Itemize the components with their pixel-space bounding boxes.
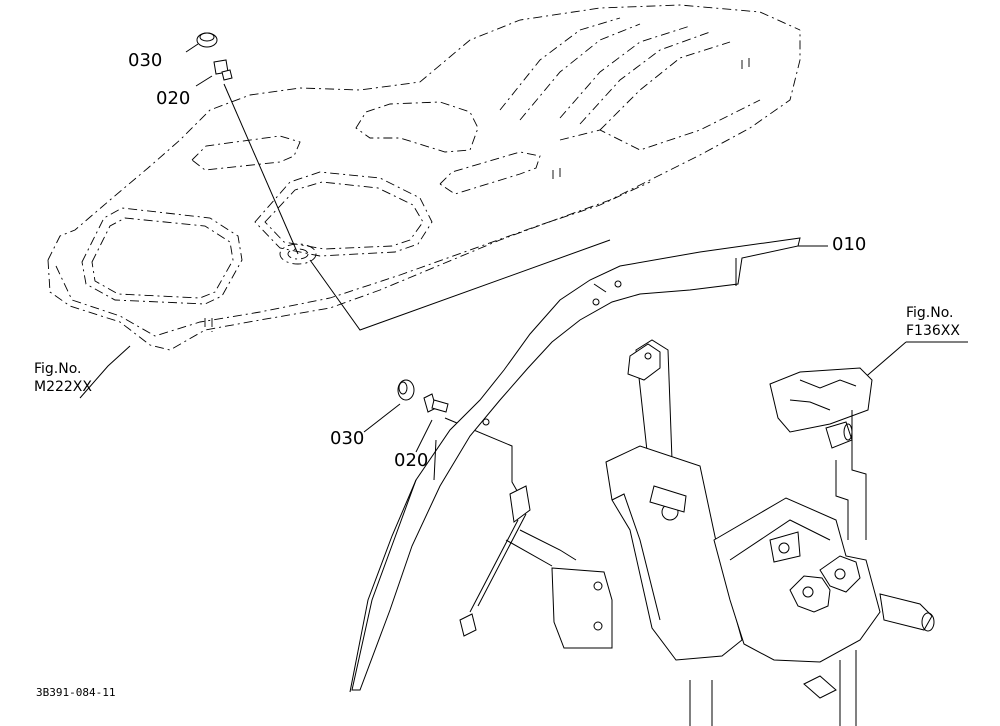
drawing-number: 3B391-084-11 xyxy=(36,686,116,699)
bolt-020-lower xyxy=(423,393,449,413)
part-010-cover xyxy=(349,237,801,693)
bolt-020-top xyxy=(213,59,233,81)
floor-step-panel xyxy=(47,4,801,351)
cap-030-top xyxy=(196,32,218,48)
label-030-top: 030 xyxy=(128,50,163,71)
figure-ref-m222: Fig.No. M222XX xyxy=(34,360,92,396)
label-020-top: 020 xyxy=(156,88,191,109)
label-010: 010 xyxy=(832,234,867,255)
figure-ref-f136-line2: F136XX xyxy=(906,323,960,339)
figure-ref-m222-line1: Fig.No. xyxy=(34,361,82,377)
figure-ref-m222-line2: M222XX xyxy=(34,379,92,395)
figure-ref-f136-line1: Fig.No. xyxy=(906,305,954,321)
label-030-lower: 030 xyxy=(330,428,365,449)
label-020-lower: 020 xyxy=(394,450,429,471)
figure-ref-f136: Fig.No. F136XX xyxy=(906,304,960,340)
cap-030-lower xyxy=(397,379,415,401)
leader-lines xyxy=(79,43,968,497)
pedal-frame-assembly xyxy=(459,339,935,726)
